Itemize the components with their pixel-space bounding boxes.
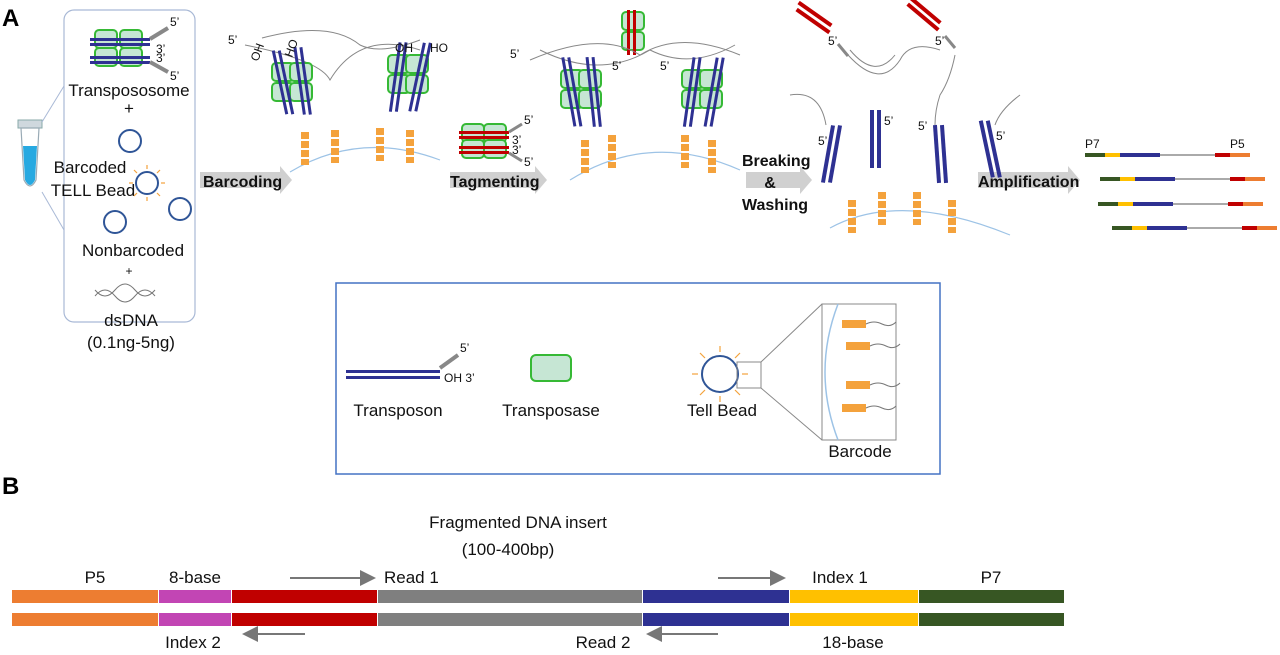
- transpososome-label: Transpososome: [68, 81, 189, 100]
- end-label: OH: [248, 41, 267, 63]
- nonbarcoded-label: Nonbarcoded: [82, 241, 184, 260]
- end-label: OH: [395, 41, 413, 55]
- end-label: 5’: [510, 47, 519, 61]
- step-arrow: [450, 166, 547, 194]
- end-label: 5’: [170, 69, 179, 83]
- tell-bead-icon: [692, 303, 823, 441]
- legend-tell-bead: Tell Bead: [687, 401, 757, 420]
- bead-icon: [103, 210, 127, 234]
- legend-transposase: Transposase: [502, 401, 600, 420]
- end-label: 5’: [818, 134, 827, 148]
- panel-b-letter: B: [2, 473, 19, 500]
- end-label: 5’: [918, 119, 927, 133]
- washing-stage: 5’ 5’ 5’ 5’ 5’ 5’: [789, 0, 1021, 236]
- barcode-zoom-icon: [821, 303, 901, 441]
- step-arrow: [200, 166, 292, 194]
- step-washing: Washing: [742, 197, 808, 214]
- end-label: 5’: [460, 341, 469, 355]
- plus-sign: +: [124, 99, 134, 118]
- label-18-base: 18-base: [822, 633, 883, 652]
- end-label: HO: [430, 41, 448, 55]
- end-label: 5’: [660, 59, 669, 73]
- barcoding-stage: 5’ OH HO OH HO: [228, 30, 448, 173]
- label-read-1: Read 1: [384, 568, 439, 587]
- end-label: 3’: [156, 51, 165, 65]
- tagmenting-stage: 5’ 3’ 3’ 5’ 5’ 5’: [459, 10, 741, 181]
- end-label: OH 3’: [444, 371, 475, 385]
- p7-label: P7: [1085, 137, 1100, 151]
- p5-label: P5: [1230, 137, 1245, 151]
- transposase-icon: [530, 354, 572, 382]
- end-label: 5’: [524, 113, 533, 127]
- label-8-base: 8-base: [169, 568, 221, 587]
- step-barcoding: Barcoding: [203, 174, 282, 191]
- bead-icon: [118, 129, 142, 153]
- label-read-2: Read 2: [576, 633, 631, 652]
- legend-transposon: Transposon: [353, 401, 442, 420]
- label-index-2: Index 2: [165, 633, 221, 652]
- insert-title: Fragmented DNA insert: [429, 513, 607, 532]
- step-arrow: [746, 166, 812, 194]
- end-label: 5’: [996, 129, 1005, 143]
- bead-icon: [168, 197, 192, 221]
- transpososome-icon: 5’ 3’ 3’ 5’: [90, 15, 179, 83]
- transposon-icon: 5’ OH 3’: [346, 341, 475, 385]
- end-label: 5’: [828, 34, 837, 48]
- label-p5: P5: [85, 568, 106, 587]
- barcoded-label-2: TELL Bead: [51, 181, 135, 200]
- barcoded-bead-icon: [129, 165, 165, 201]
- legend-box: [335, 282, 941, 475]
- label-index-1: Index 1: [812, 568, 868, 587]
- reagent-box: [63, 9, 196, 323]
- dsdna-amount: (0.1ng-5ng): [87, 333, 175, 352]
- insert-size: (100-400bp): [462, 540, 555, 559]
- end-label: 3’: [512, 133, 521, 147]
- dsdna-icon: [94, 283, 156, 303]
- end-label: 3’: [512, 143, 521, 157]
- end-label: 5’: [612, 59, 621, 73]
- tube-icon: [17, 119, 43, 187]
- label-p7: P7: [981, 568, 1002, 587]
- step-breaking: Breaking: [742, 153, 810, 170]
- end-label: 5’: [884, 114, 893, 128]
- end-label: 3’: [156, 42, 165, 56]
- end-label: 5’: [170, 15, 179, 29]
- plus-sign: +: [125, 264, 132, 278]
- step-breaking-amp: &: [764, 175, 776, 192]
- legend-barcode: Barcode: [828, 442, 891, 461]
- end-label: 5’: [935, 34, 944, 48]
- amplified-products: P7 P5: [1085, 137, 1277, 230]
- end-label: HO: [282, 37, 301, 59]
- dsdna-label: dsDNA: [104, 311, 159, 330]
- step-tagmenting: Tagmenting: [450, 174, 539, 191]
- library-structure: [12, 590, 1064, 626]
- end-label: 5’: [228, 33, 237, 47]
- end-label: 5’: [524, 155, 533, 169]
- step-arrow: [978, 166, 1080, 194]
- panel-a-letter: A: [2, 5, 19, 32]
- step-amplification: Amplification: [978, 174, 1079, 191]
- barcoded-label-1: Barcoded: [54, 158, 127, 177]
